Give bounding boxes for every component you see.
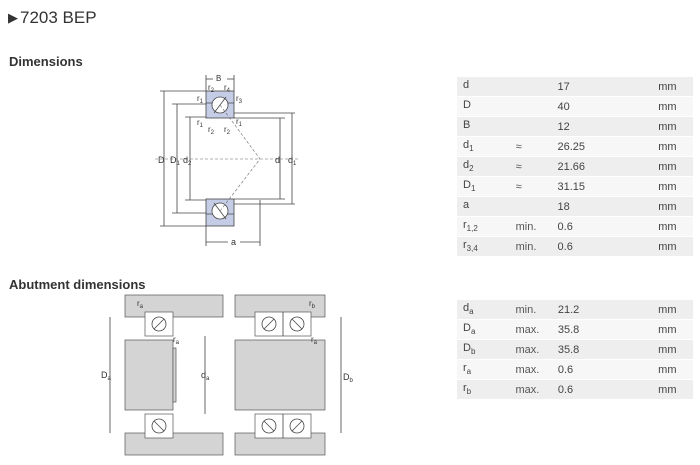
label-r2-bottom: r2 xyxy=(208,125,215,136)
housing-bottom xyxy=(124,432,224,456)
label-ra-shaft: ra xyxy=(311,335,318,346)
label-D1: D1 xyxy=(170,155,181,167)
label-r4-top: r4 xyxy=(224,83,231,94)
label-a: a xyxy=(231,237,236,247)
label-r1-right: r1 xyxy=(236,117,243,128)
dimensions-heading: Dimensions xyxy=(9,54,83,69)
shaft xyxy=(234,339,326,411)
abutment-heading: Abutment dimensions xyxy=(9,277,146,292)
abutment-drawing-paired: rb ra Db xyxy=(234,294,354,456)
label-ra-shaft: ra xyxy=(173,335,180,346)
product-designation: 7203 BEP xyxy=(20,8,97,27)
abutment-drawing-single: ra ra Da da xyxy=(101,294,224,456)
label-D: D xyxy=(158,155,165,165)
label-r2-top: r2 xyxy=(208,83,215,94)
shaft xyxy=(124,339,174,411)
label-Db: Db xyxy=(343,372,354,384)
label-d2: d2 xyxy=(183,155,192,167)
page-title: ▶ 7203 BEP xyxy=(8,8,97,28)
play-triangle-icon: ▶ xyxy=(8,10,18,25)
label-ra-top: ra xyxy=(137,299,144,310)
label-rb: rb xyxy=(309,299,316,310)
label-d1: d1 xyxy=(288,155,297,167)
bearing-dimensions-drawing: B D D1 d2 d d1 a r2 r4 r1 r3 r1 r1 r2 r2 xyxy=(155,74,300,247)
label-d: d xyxy=(275,155,280,165)
label-r2-bottom-right: r2 xyxy=(224,125,231,136)
label-r1-inner: r1 xyxy=(197,118,204,129)
label-da: da xyxy=(201,370,210,382)
label-B: B xyxy=(216,74,221,83)
label-Da: Da xyxy=(101,370,112,382)
label-r3-top: r3 xyxy=(236,94,243,105)
label-r1-top: r1 xyxy=(197,94,204,105)
housing-top xyxy=(124,294,224,318)
